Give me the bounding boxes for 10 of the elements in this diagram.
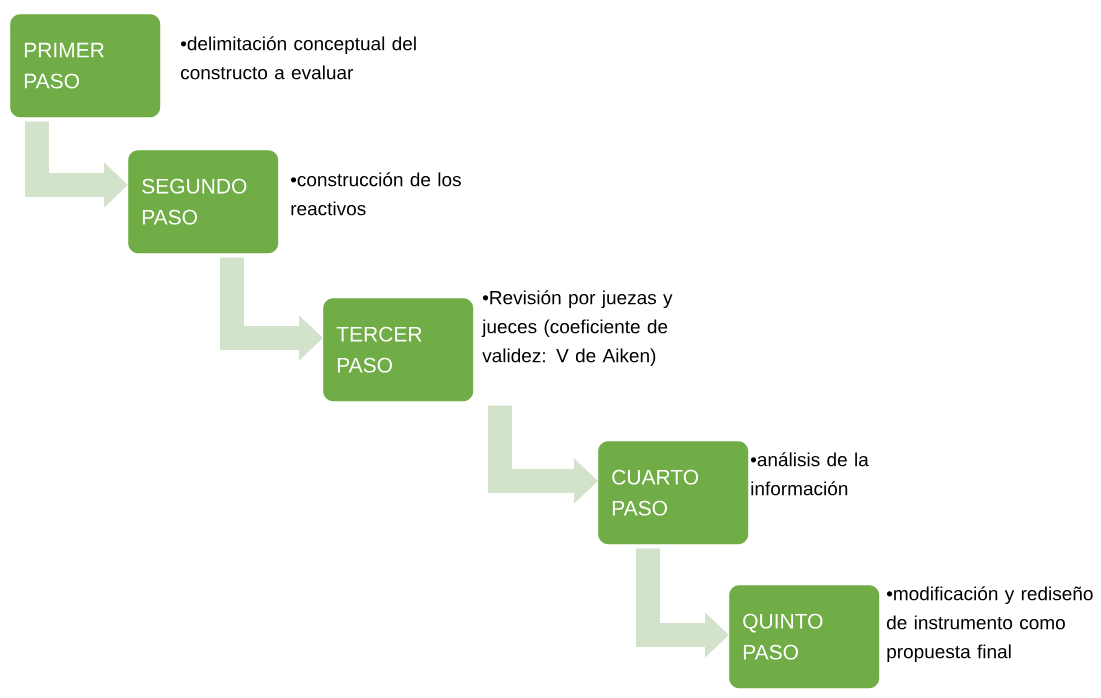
step-description: •Revisión por juezas y jueces (coeficiente de validez: V de Aiken) (481, 290, 673, 367)
step-box: CUARTO PASO (598, 441, 749, 545)
step-description: •construcción de los reactivos (290, 172, 461, 216)
step-box: PRIMER PASO (10, 14, 161, 118)
step-description: •modificación y rediseño de instrumento como propuesta final (886, 586, 1093, 663)
step-box: SEGUNDO PASO (128, 150, 279, 254)
step-box: TERCER PASO (323, 298, 474, 402)
step-description: •análisis de la información (750, 452, 869, 496)
step-box: QUINTO PASO (729, 585, 880, 689)
step-description: •delimitación conceptual del constructo a evaluar (180, 36, 416, 80)
